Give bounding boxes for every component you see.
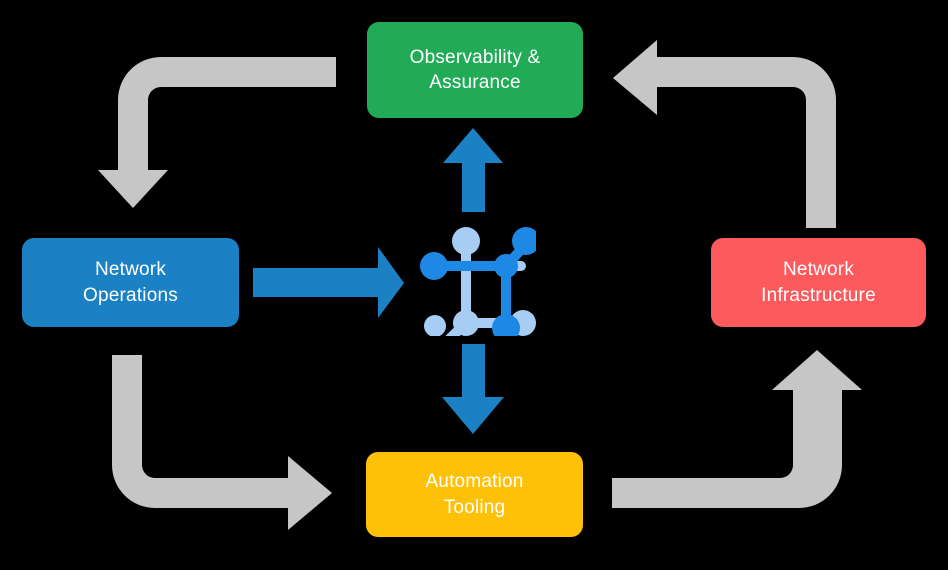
arrow-infrastructure-to-observability	[613, 40, 836, 228]
arrow-operations-to-center	[253, 247, 404, 318]
arrow-center-to-observability	[443, 128, 503, 212]
node-observability-assurance[interactable]: Observability & Assurance	[367, 22, 583, 118]
topology-nodes-secondary	[424, 227, 536, 336]
arrow-observability-to-operations	[98, 57, 336, 208]
node-automation-tooling[interactable]: Automation Tooling	[366, 452, 583, 537]
node-network-infrastructure[interactable]: Network Infrastructure	[711, 238, 926, 327]
arrow-automation-to-infrastructure	[612, 350, 862, 508]
topology-nodes-primary	[420, 227, 536, 336]
arrow-center-to-automation	[442, 344, 504, 434]
arrow-operations-to-automation	[112, 355, 332, 530]
network-topology-icon	[418, 218, 536, 336]
node-network-operations[interactable]: Network Operations	[22, 238, 239, 327]
